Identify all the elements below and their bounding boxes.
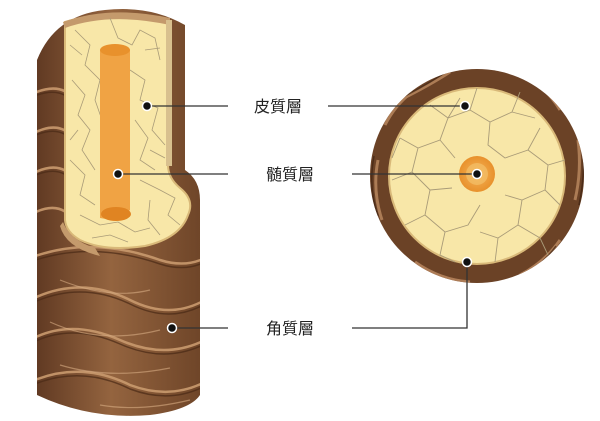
leader-lines — [118, 105, 477, 329]
leader-dots — [112, 100, 483, 334]
medulla-core-left — [100, 46, 130, 219]
label-cortex: 皮質層 — [254, 97, 302, 116]
label-medulla: 髄質層 — [266, 165, 314, 184]
cortex-cells-right — [391, 87, 566, 263]
hair-shaft-cutaway — [37, 9, 200, 416]
label-cuticle: 角質層 — [266, 319, 314, 338]
